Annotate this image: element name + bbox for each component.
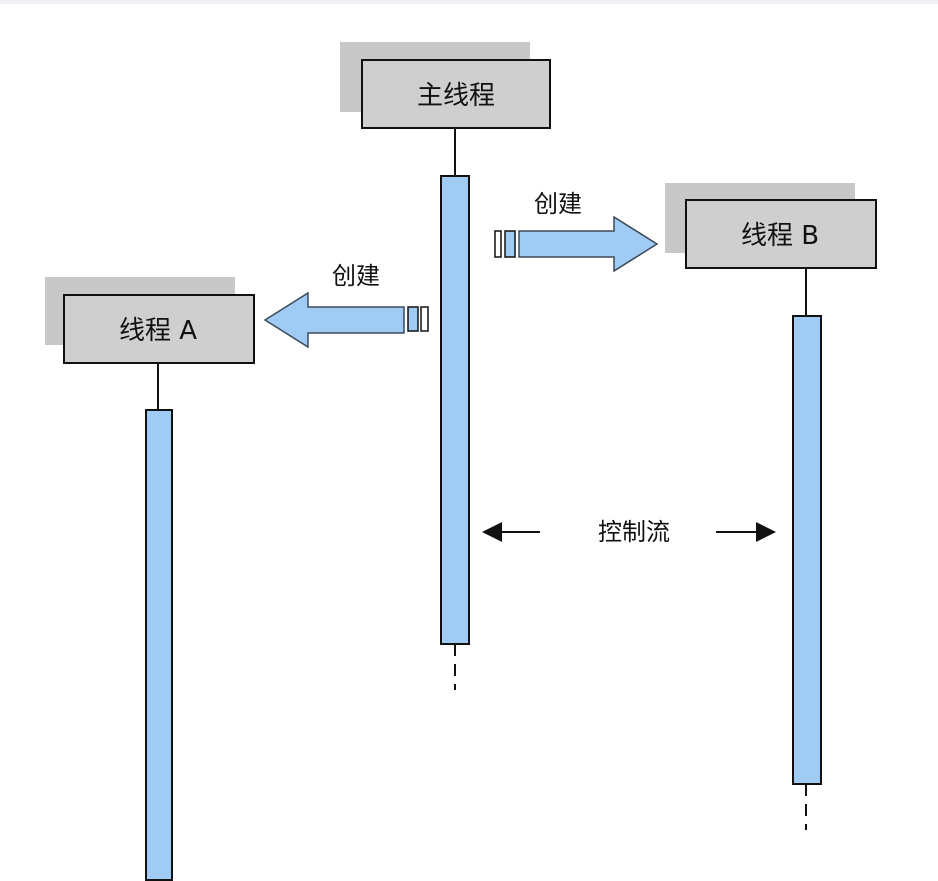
create-thread-b-arrow-body — [518, 215, 659, 273]
thread-b-label: 线程 B — [741, 221, 819, 251]
main-thread-activation-bar — [440, 175, 470, 645]
arrow-tail-segment — [504, 230, 516, 258]
thread-b-activation-bar — [792, 315, 822, 785]
top-edge-strip — [0, 0, 938, 4]
arrow-tail-segment — [407, 306, 419, 332]
arrow-tail-segment — [494, 230, 502, 258]
thread-a-activation-bar — [145, 409, 173, 881]
thread-b-box-frame — [685, 199, 877, 269]
create-thread-a-label: 创建 — [332, 262, 380, 290]
thread-a-box: 线程 A — [45, 277, 255, 364]
create-thread-a-arrow-body — [263, 291, 405, 349]
arrow-tail-segment — [420, 306, 429, 332]
thread-b-box: 线程 B — [665, 183, 877, 269]
create-thread-b-label: 创建 — [534, 190, 582, 218]
main-thread-box: 主线程 — [340, 42, 551, 129]
create-thread-a-arrow — [263, 291, 429, 349]
thread-a-label: 线程 A — [119, 316, 197, 346]
main-thread-label: 主线程 — [417, 81, 495, 111]
main-thread-box-frame — [361, 59, 551, 129]
control-flow-label: 控制流 — [598, 518, 670, 546]
create-thread-b-arrow — [494, 215, 659, 273]
thread-a-box-frame — [63, 294, 255, 364]
